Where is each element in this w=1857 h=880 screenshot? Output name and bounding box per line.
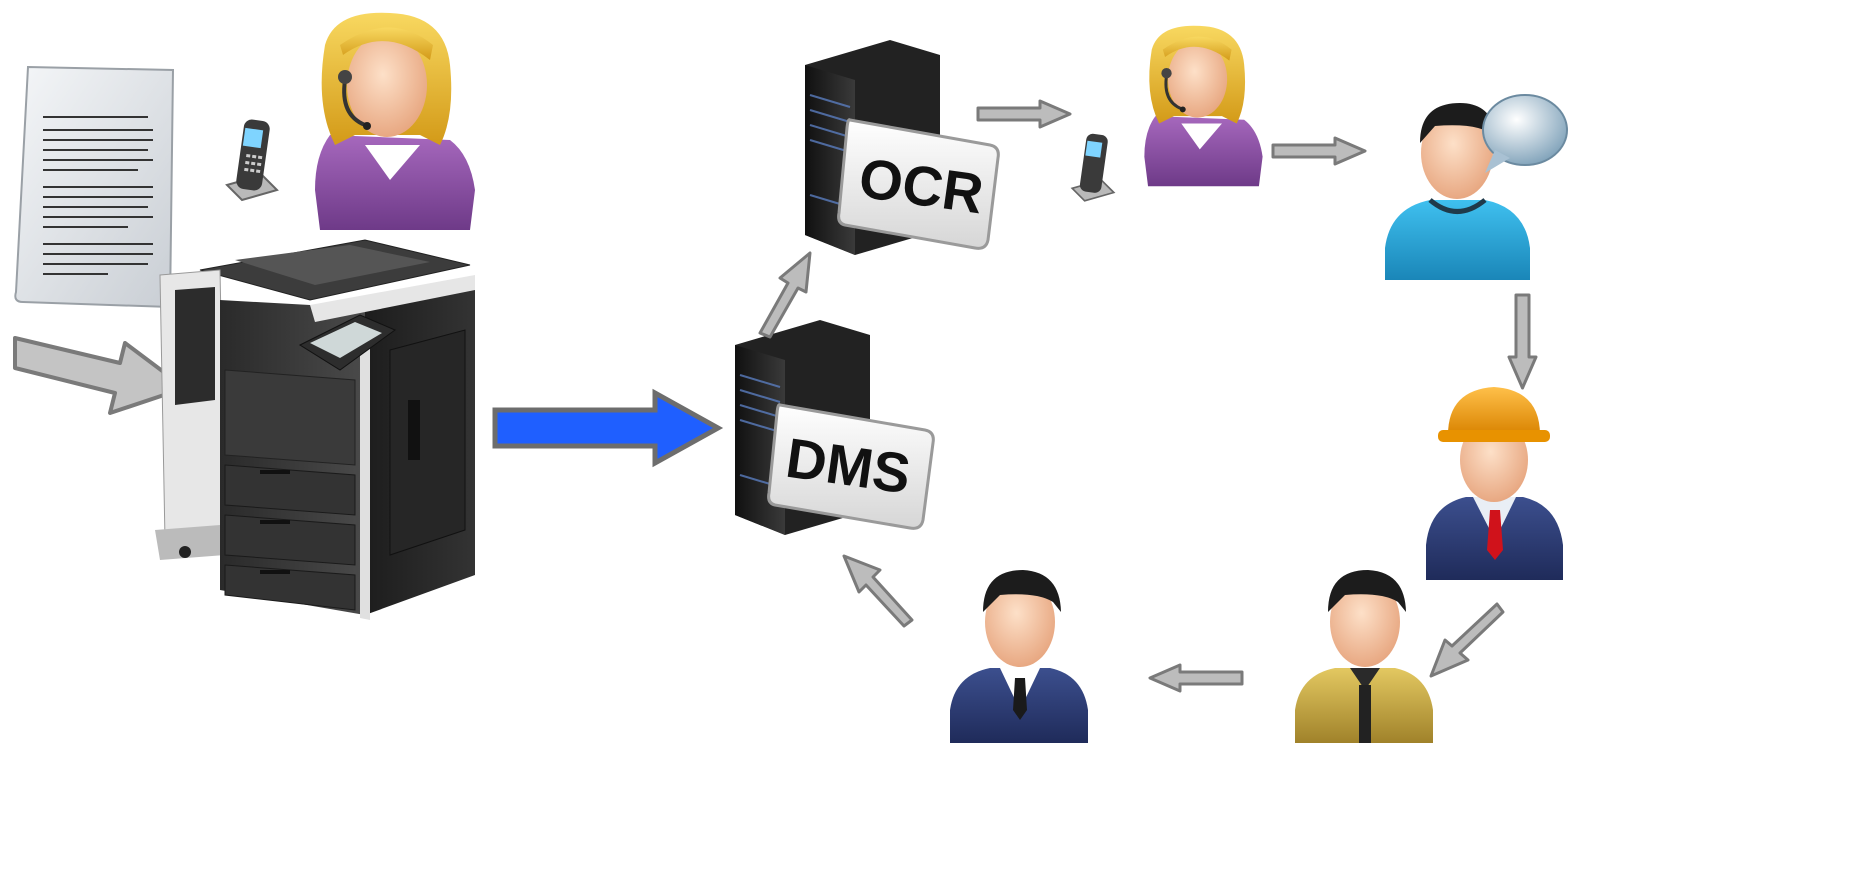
manager-to-dms-arrow	[840, 550, 920, 630]
desk-phone-icon	[222, 115, 282, 205]
engineer-to-employee-arrow	[1425, 598, 1505, 683]
employee-to-manager-arrow	[1145, 662, 1245, 694]
document-icon	[8, 62, 178, 317]
engineer-hardhat-icon	[1418, 375, 1568, 585]
manager-suit-icon	[945, 560, 1095, 745]
multifunction-printer-icon	[150, 230, 480, 630]
dms-to-ocr-arrow	[748, 245, 823, 340]
receptionist-headset-icon-2	[1100, 10, 1270, 200]
main-flow-arrow	[490, 388, 725, 468]
employee-yellow-shirt-icon	[1290, 560, 1440, 745]
desk-phone-icon-2	[1068, 125, 1118, 210]
ocr-server-icon: OCR	[795, 35, 1010, 260]
input-arrow	[10, 318, 190, 418]
dms-server-icon: DMS	[725, 315, 940, 540]
user-to-engineer-arrow	[1505, 292, 1540, 392]
receptionist-headset-icon	[255, 5, 485, 235]
ocr-to-receptionist-arrow	[975, 98, 1075, 130]
user-with-speech-bubble-icon	[1375, 88, 1570, 288]
receptionist-to-user-arrow	[1270, 135, 1370, 167]
